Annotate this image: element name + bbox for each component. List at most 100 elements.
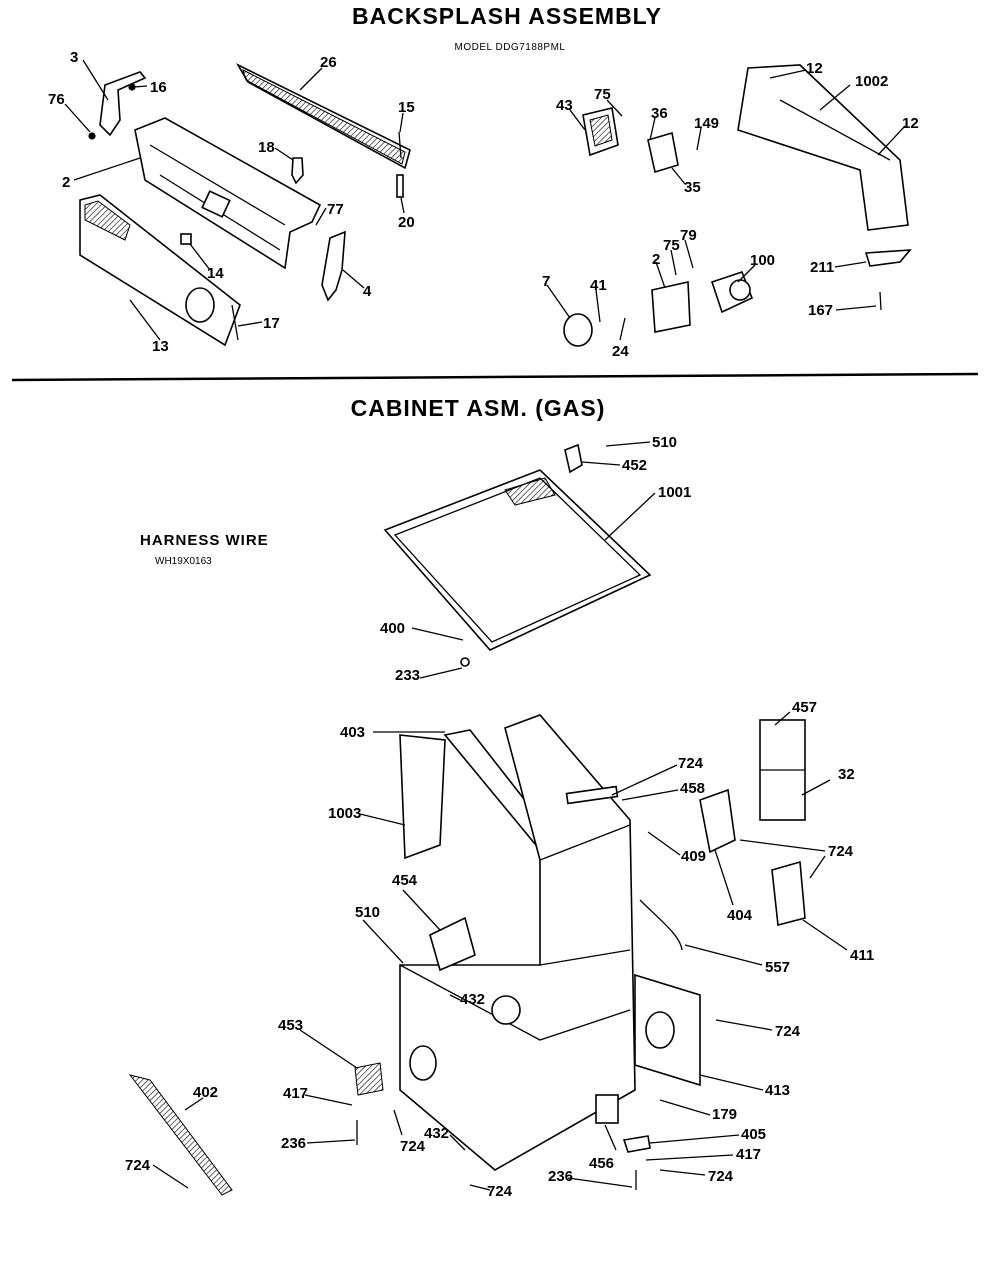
cabinet-gauge xyxy=(491,995,521,1025)
callout-2: 2 xyxy=(62,174,70,191)
rubber-bumper xyxy=(460,657,470,667)
cabinet-clip xyxy=(595,1094,619,1124)
screw xyxy=(879,291,882,311)
callout-404: 404 xyxy=(727,907,753,924)
panel-buttons xyxy=(84,200,131,241)
callout-432-top: 432 xyxy=(460,991,485,1008)
backsplash-frame xyxy=(134,117,322,270)
callout-724-e: 724 xyxy=(708,1168,734,1185)
callout-411: 411 xyxy=(850,947,874,964)
switch-housing-face xyxy=(589,114,613,147)
callout-417-right: 417 xyxy=(736,1146,761,1163)
callout-2-lower: 2 xyxy=(652,251,660,268)
callout-75: 75 xyxy=(594,86,611,103)
callout-77: 77 xyxy=(327,201,344,218)
model-number: MODEL DDG7188PML xyxy=(455,42,566,53)
callout-35: 35 xyxy=(684,179,701,196)
callout-20: 20 xyxy=(398,214,415,231)
timer-dial xyxy=(729,279,751,301)
side-plate xyxy=(771,860,806,927)
leveling-bracket xyxy=(622,1135,651,1153)
cabinet-body-edges xyxy=(399,824,631,1041)
timer-board xyxy=(651,281,691,333)
callout-409: 409 xyxy=(681,848,706,865)
callout-211: 211 xyxy=(810,259,834,276)
callout-79: 79 xyxy=(680,227,697,244)
callout-724-g: 724 xyxy=(487,1183,513,1200)
cabinet-parts xyxy=(128,443,806,1196)
cabinet-top-vent xyxy=(504,477,556,506)
cabinet-body xyxy=(399,714,636,1171)
cabinet-title: CABINET ASM. (GAS) xyxy=(351,395,606,421)
callout-402: 402 xyxy=(193,1084,218,1101)
backsplash-title: BACKSPLASH ASSEMBLY xyxy=(352,3,662,29)
vent-grille xyxy=(354,1062,384,1096)
callout-43: 43 xyxy=(556,97,573,114)
screw xyxy=(88,132,96,140)
backsplash-callouts: 3 16 76 26 15 18 2 77 20 14 4 13 17 75 4… xyxy=(48,49,919,360)
callout-403: 403 xyxy=(340,724,365,741)
callout-1003: 1003 xyxy=(328,805,361,822)
callout-167: 167 xyxy=(808,302,833,319)
control-panel-trim-face xyxy=(242,69,406,165)
callout-12-right: 12 xyxy=(902,115,919,132)
rotary-knob xyxy=(563,313,593,347)
cabinet-hole xyxy=(409,1045,437,1081)
callout-233: 233 xyxy=(395,667,420,684)
callout-4: 4 xyxy=(363,283,372,300)
callout-417-left: 417 xyxy=(283,1085,308,1102)
callout-14: 14 xyxy=(207,265,224,282)
callout-41: 41 xyxy=(590,277,607,294)
callout-724-b: 724 xyxy=(828,843,854,860)
toe-kick xyxy=(128,1074,233,1196)
callout-149: 149 xyxy=(694,115,719,132)
callout-12-top: 12 xyxy=(806,60,823,77)
callout-13: 13 xyxy=(152,338,169,355)
panel-dial xyxy=(185,287,215,323)
clip xyxy=(180,233,192,245)
cabinet-top xyxy=(383,469,652,651)
callout-26: 26 xyxy=(320,54,337,71)
end-cap-edge xyxy=(779,99,891,161)
callout-557: 557 xyxy=(765,959,790,976)
callout-1001: 1001 xyxy=(658,484,691,501)
bolt xyxy=(396,174,404,198)
harness-wire-label: HARNESS WIRE xyxy=(140,532,269,549)
rear-panel-port xyxy=(645,1011,675,1049)
door-switch-strip xyxy=(565,785,619,805)
callout-724-c: 724 xyxy=(775,1023,801,1040)
screw xyxy=(231,304,239,341)
section-divider xyxy=(11,372,979,382)
callout-413: 413 xyxy=(765,1082,790,1099)
backsplash-parts xyxy=(79,63,912,347)
callout-1002: 1002 xyxy=(855,73,888,90)
callout-15: 15 xyxy=(398,99,415,116)
screw xyxy=(398,131,402,159)
callout-456: 456 xyxy=(589,1155,614,1172)
wire-harness xyxy=(639,899,683,951)
callout-18: 18 xyxy=(258,139,275,156)
side-panel-piece xyxy=(399,734,446,860)
callout-36: 36 xyxy=(651,105,668,122)
callout-17: 17 xyxy=(263,315,280,332)
callout-510-mid: 510 xyxy=(355,904,380,921)
harness-wire-part-number: WH19X0163 xyxy=(155,556,212,567)
backsplash-end-cap xyxy=(737,64,909,231)
callout-75-lower: 75 xyxy=(663,237,680,254)
callout-432-bottom: 432 xyxy=(424,1125,449,1142)
callout-236-left: 236 xyxy=(281,1135,306,1152)
leader-lines xyxy=(64,59,906,1191)
callout-510-top: 510 xyxy=(652,434,677,451)
callout-32: 32 xyxy=(838,766,855,783)
panel-plate xyxy=(699,788,736,854)
callout-452: 452 xyxy=(622,457,647,474)
callout-400: 400 xyxy=(380,620,405,637)
callout-76: 76 xyxy=(48,91,65,108)
callout-236-right: 236 xyxy=(548,1168,573,1185)
callout-3: 3 xyxy=(70,49,78,66)
callout-458: 458 xyxy=(680,780,705,797)
callout-7: 7 xyxy=(542,273,550,290)
callout-724-a: 724 xyxy=(678,755,704,772)
callout-454: 454 xyxy=(392,872,418,889)
